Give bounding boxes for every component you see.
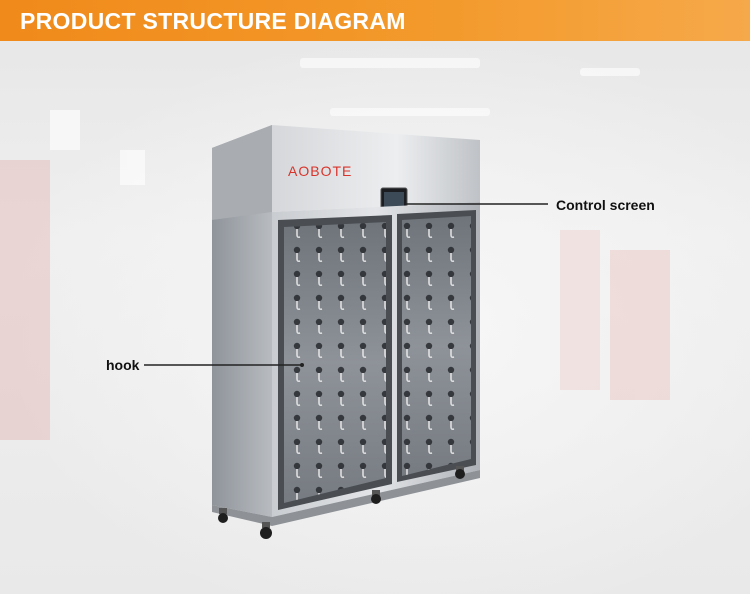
page-title: PRODUCT STRUCTURE DIAGRAM — [20, 8, 406, 34]
bg-ceiling-light — [330, 108, 490, 116]
bg-red-wall-left — [0, 160, 50, 440]
control-screen-display — [384, 192, 404, 208]
brand-logo: AOBOTE — [288, 163, 352, 179]
header-banner: PRODUCT STRUCTURE DIAGRAM — [0, 0, 750, 41]
right-door-hooks — [402, 216, 471, 476]
caster-wheel-icon — [218, 508, 228, 523]
bg-red-machine-right — [610, 250, 670, 400]
caster-wheel-icon — [371, 490, 381, 504]
hook-icon — [300, 363, 304, 367]
bg-window — [50, 110, 80, 150]
cabinet-side-panel — [212, 125, 272, 517]
caster-wheel-icon — [260, 522, 272, 539]
left-door-hooks — [284, 222, 386, 503]
bg-red-machine-right-2 — [560, 230, 600, 390]
bg-ceiling-light — [300, 58, 480, 68]
bg-window — [120, 150, 145, 185]
callout-label-hook: hook — [106, 357, 140, 373]
callout-label-control-screen: Control screen — [556, 197, 655, 213]
bg-ceiling-light — [580, 68, 640, 76]
caster-wheel-icon — [455, 466, 465, 479]
cabinet-top-side — [212, 125, 272, 220]
cabinet-top-panel — [272, 125, 480, 212]
